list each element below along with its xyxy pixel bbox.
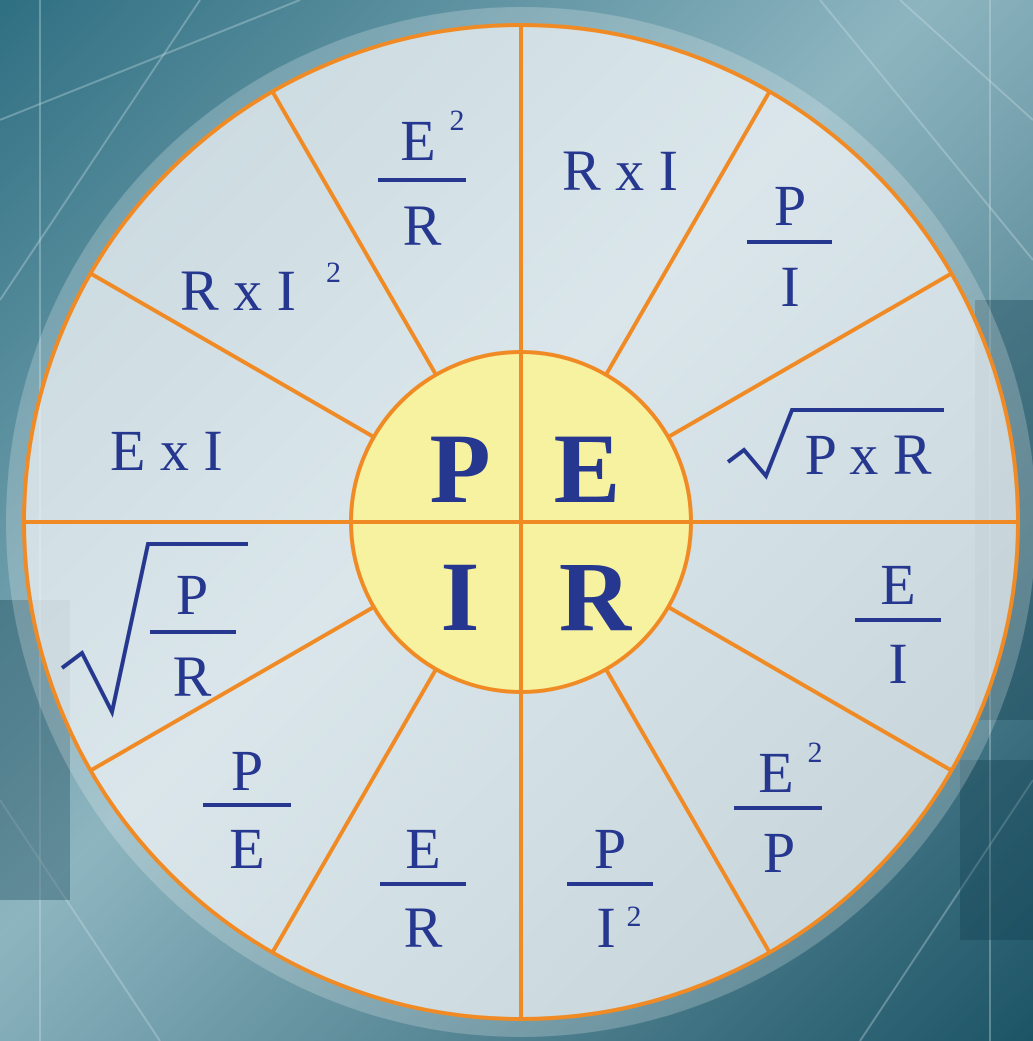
numerator: E [758,740,793,805]
numerator: P [176,562,208,627]
hub-letter-power: P [429,413,490,524]
denominator: P [763,820,795,885]
denominator: E [229,816,264,881]
hub-letter-voltage: E [554,413,621,524]
superscript: 2 [627,900,642,933]
hub-letter-resistance: R [559,541,633,652]
hub-letter-current: I [441,541,480,652]
superscript: 2 [450,104,465,137]
denominator: I [888,631,907,696]
denominator: R [403,193,442,258]
formula-e-times-i: E x I [110,418,223,483]
numerator: E [400,108,435,173]
formula-r-times-i: R x I [562,138,678,203]
denominator: R [404,895,443,960]
denominator: R [173,644,212,709]
base: R x I [180,258,296,323]
numerator: E [880,552,915,617]
superscript: 2 [808,736,823,769]
denominator: I [780,254,799,319]
superscript: 2 [326,256,341,289]
denominator: I [596,895,615,960]
numerator: E [405,816,440,881]
numerator: P [774,173,806,238]
numerator: P [594,816,626,881]
numerator: P [231,738,263,803]
radicand: P x R [805,422,932,487]
